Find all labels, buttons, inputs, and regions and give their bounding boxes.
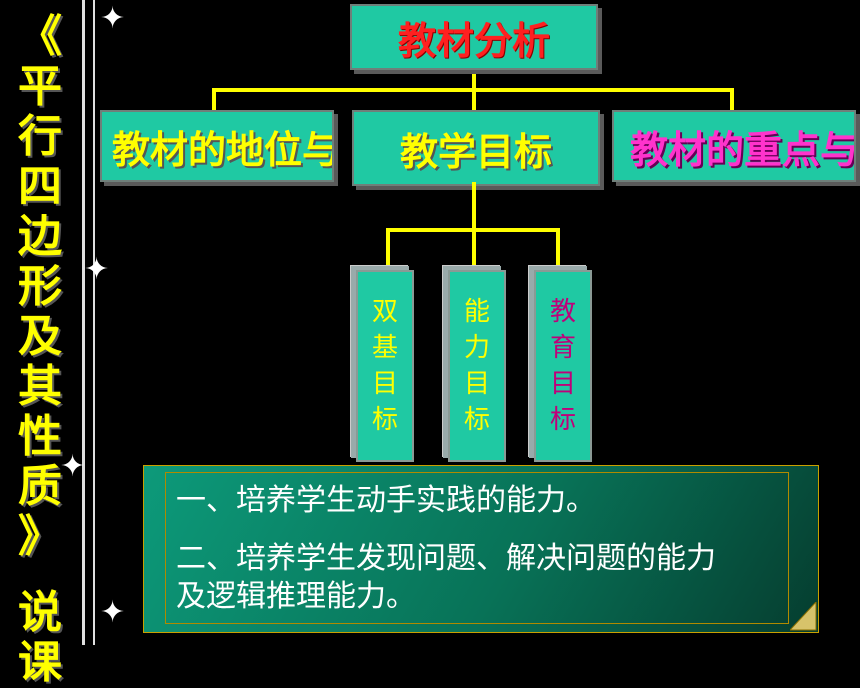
connector-line: [730, 88, 734, 110]
title-char: 课: [18, 637, 62, 688]
goal-char: 能: [463, 297, 490, 327]
title-char: 形: [18, 261, 62, 312]
title-char: 质: [18, 461, 62, 512]
root-label: 教材分析: [397, 18, 550, 63]
goal-char: 目: [463, 369, 490, 399]
connector-line: [472, 68, 476, 90]
connector-line: [556, 228, 560, 268]
goal-char: 标: [549, 405, 576, 435]
node-box-position: 教材的地位与作用: [100, 110, 334, 182]
ability-line-1: 一、培养学生动手实践的能力。: [176, 483, 596, 518]
sparkle-icon: ✦: [100, 595, 126, 630]
node-box-keypoints: 教材的重点与难点: [612, 110, 856, 182]
goal-char: 育: [549, 333, 576, 363]
goal-char: 标: [463, 405, 490, 435]
connector-line: [386, 228, 390, 268]
node-box-goals: 教学目标: [352, 110, 600, 186]
sparkle-icon: ✦: [84, 252, 110, 287]
title-char: 《: [18, 11, 62, 62]
title-char: 》: [18, 511, 62, 562]
connector-line: [472, 228, 476, 268]
goal-char: 双: [371, 297, 398, 327]
ability-line-3: 及逻辑推理能力。: [176, 579, 416, 614]
goal-pillar-basics: 双 基 目 标: [356, 270, 414, 462]
goal-pillar-ability: 能 力 目 标: [448, 270, 506, 462]
connector-line: [472, 182, 476, 230]
goal-char: 力: [463, 333, 490, 363]
side-title: 《 平 行 四 边 形 及 其 性 质 》 说 课: [12, 12, 68, 688]
divider-line: [82, 0, 85, 645]
content-panel-inner: [165, 472, 789, 624]
title-char: 平: [18, 61, 62, 112]
connector-line: [212, 88, 216, 110]
title-char: 其: [18, 361, 62, 412]
title-char: 四: [18, 161, 62, 212]
goal-char: 标: [371, 405, 398, 435]
title-char: 性: [18, 411, 62, 462]
ability-line-2: 二、培养学生发现问题、解决问题的能力: [176, 541, 716, 576]
title-char: 及: [18, 311, 62, 362]
goal-char: 基: [371, 333, 398, 363]
node-label: 教材的地位与作用: [112, 127, 334, 172]
goal-char: 目: [371, 369, 398, 399]
title-char: 边: [18, 211, 62, 262]
goal-char: 教: [549, 297, 576, 327]
sparkle-icon: ✦: [60, 449, 86, 484]
goal-char: 目: [549, 369, 576, 399]
connector-line: [472, 88, 476, 110]
page-curl-icon: [790, 602, 817, 631]
node-label: 教学目标: [399, 129, 552, 174]
title-char: 行: [18, 111, 62, 162]
node-label: 教材的重点与难点: [630, 127, 856, 172]
title-char: 说: [18, 587, 62, 638]
sparkle-icon: ✦: [100, 1, 126, 36]
divider-line: [93, 0, 95, 645]
goal-pillar-education: 教 育 目 标: [534, 270, 592, 462]
content-panel: [143, 465, 819, 633]
root-box: 教材分析: [350, 4, 598, 70]
